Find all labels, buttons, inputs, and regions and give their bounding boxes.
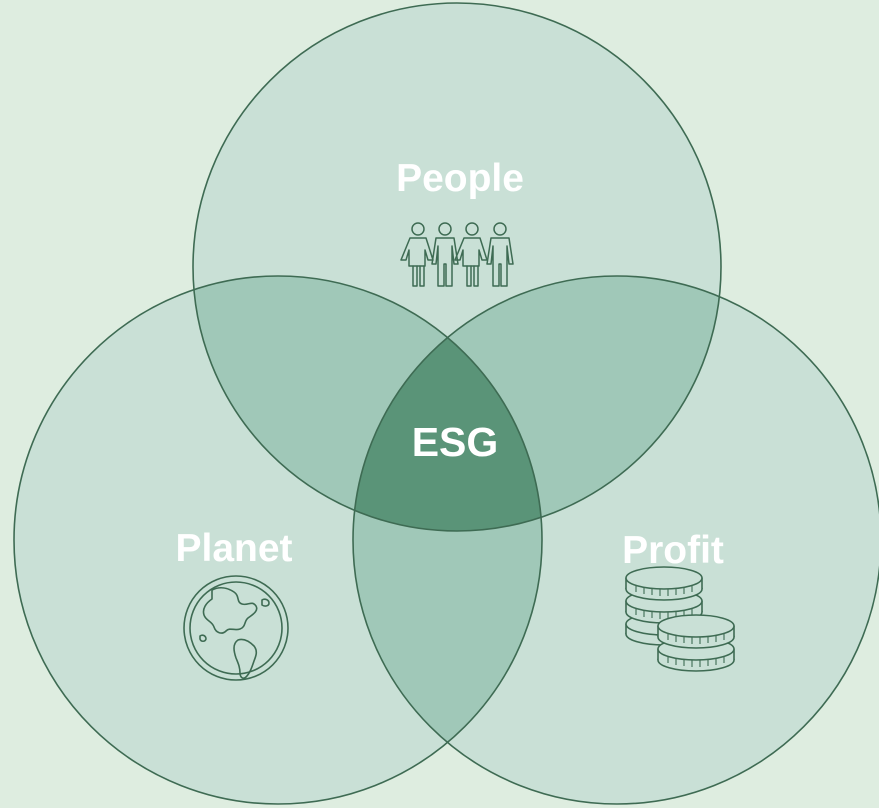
esg-label: ESG: [412, 419, 499, 465]
globe-icon: [183, 575, 289, 681]
people-label: People: [396, 157, 524, 200]
circle-outlines: [13, 2, 879, 805]
esg-center-region: [353, 276, 542, 531]
coins-icon: [625, 566, 735, 672]
profit-label: Profit: [622, 529, 724, 572]
people-group-icon: [400, 222, 514, 287]
planet-label: Planet: [175, 527, 292, 570]
